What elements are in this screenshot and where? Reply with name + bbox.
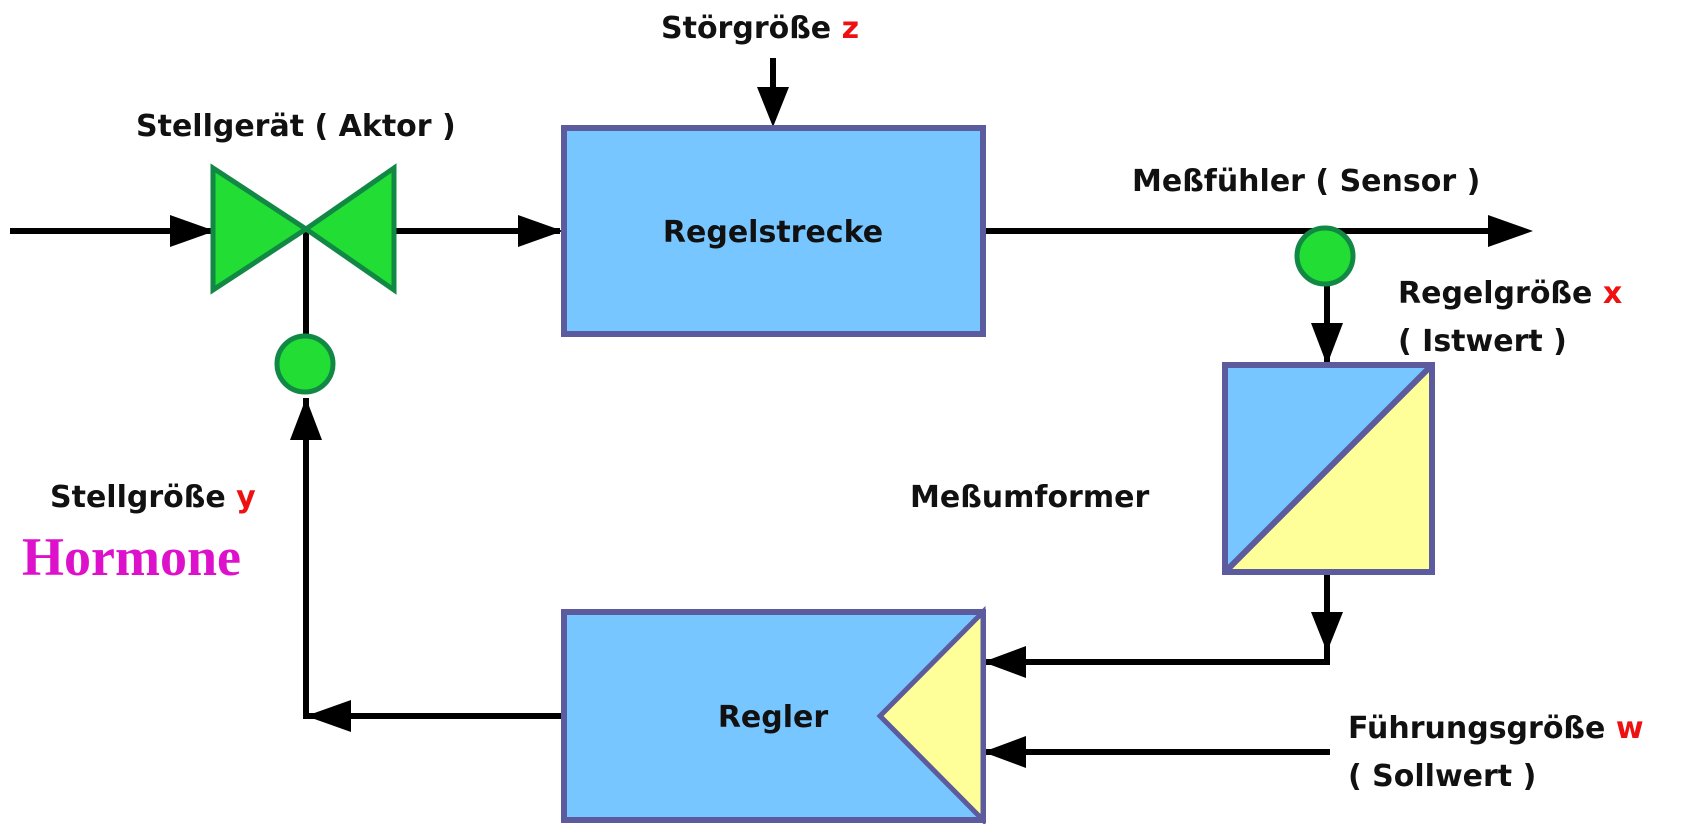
transducer-output-arrowhead: [1311, 612, 1343, 652]
plant-block: [561, 125, 986, 337]
manipulated-variable-label: Stellgröße y: [50, 480, 256, 515]
comparator-triangle: [876, 605, 986, 824]
reference-arrowhead: [983, 736, 1026, 768]
sensor-label: Meßfühler ( Sensor ): [1132, 164, 1480, 199]
transducer-block: [1222, 362, 1435, 575]
disturbance-label: Störgröße z: [661, 11, 859, 46]
transducer-label: Meßumformer: [910, 480, 1149, 515]
controller-to-actuator-line: [303, 398, 564, 719]
transducer-yellow-half: [1222, 362, 1435, 575]
input-arrowhead: [170, 215, 215, 247]
feedback-arrowhead: [983, 646, 1026, 678]
reference-variable-label: Führungsgröße w: [1348, 711, 1644, 746]
hormone-label: Hormone: [22, 527, 241, 587]
valve-right-triangle: [301, 163, 397, 295]
controller-block: [561, 605, 986, 824]
plant-input-arrowhead: [518, 215, 563, 247]
setpoint-label: ( Sollwert ): [1348, 759, 1536, 794]
actuator-arrowhead: [290, 398, 322, 440]
actual-value-label: ( Istwert ): [1398, 324, 1567, 359]
disturbance-arrowhead: [757, 87, 789, 127]
actuator-valve: [210, 163, 397, 295]
actuator-label: Stellgerät ( Aktor ): [136, 109, 456, 144]
sensor-circle: [1294, 225, 1356, 287]
valve-left-triangle: [210, 163, 311, 295]
transducer-to-controller-line: [982, 575, 1330, 665]
transducer-input-arrowhead: [1311, 323, 1343, 365]
controller-label: Regler: [718, 700, 829, 735]
controlled-variable-label: Regelgröße x: [1398, 276, 1622, 311]
output-arrowhead: [1488, 215, 1533, 247]
actuator-circle: [274, 333, 336, 395]
plant-label: Regelstrecke: [663, 215, 883, 250]
return-arrowhead: [306, 700, 351, 732]
